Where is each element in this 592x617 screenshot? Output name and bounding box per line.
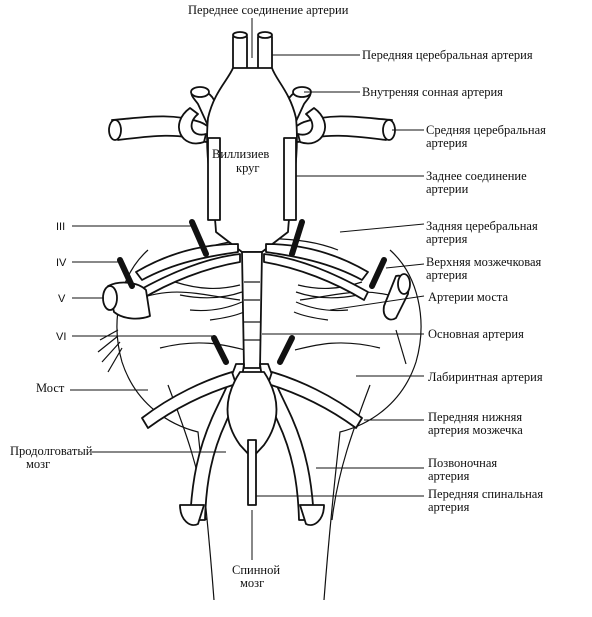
basilar-segments — [244, 281, 260, 341]
label-anterior-inferior-cerebellar-2: артерия мозжечка — [428, 423, 523, 437]
pontine-striations — [174, 281, 363, 321]
label-anterior-inferior-cerebellar-1: Передняя нижняя — [428, 410, 522, 424]
label-posterior-communicating-1: Заднее соединение — [426, 169, 527, 183]
label-anterior-communicating: Переднее соединение артерии — [188, 3, 349, 17]
label-spinal-cord-2: мозг — [240, 576, 264, 590]
label-basilar: Основная артерия — [428, 327, 524, 341]
label-superior-cerebellar-2: артерия — [426, 268, 468, 282]
label-anterior-spinal-2: артерия — [428, 500, 470, 514]
label-spinal-cord-1: Спинной — [232, 563, 280, 577]
label-pontine: Артерии моста — [428, 290, 509, 304]
label-medulla-1: Продолговатый — [10, 444, 93, 458]
vertebral-arteries — [141, 363, 363, 526]
label-anterior-spinal-1: Передняя спинальная — [428, 487, 543, 501]
label-middle-cerebral-2: артерия — [426, 136, 468, 150]
label-nerve-v: V — [58, 293, 66, 305]
label-superior-cerebellar-1: Верхняя мозжечковая — [426, 255, 542, 269]
label-nerve-iii: III — [56, 221, 65, 233]
label-labyrinthine: Лабиринтная артерия — [428, 370, 543, 384]
label-internal-carotid: Внутреняя сонная артерия — [362, 85, 503, 99]
label-medulla-2: мозг — [26, 457, 50, 471]
label-vertebral-2: артерия — [428, 469, 470, 483]
facial-nerve-fan — [97, 329, 407, 373]
label-posterior-communicating-2: артерии — [426, 182, 469, 196]
label-anterior-cerebral: Передняя церебральная артерия — [362, 48, 533, 62]
label-pons: Мост — [36, 381, 65, 395]
label-circle-of-willis-2: круг — [236, 161, 260, 175]
label-nerve-vi: VI — [56, 331, 66, 343]
label-nerve-iv: IV — [56, 257, 67, 269]
trigeminal-stumps — [102, 273, 411, 321]
posterior-arteries — [135, 243, 369, 301]
leader-lines — [70, 18, 425, 560]
cranial-nerves — [117, 219, 387, 365]
label-middle-cerebral-1: Средняя церебральная — [426, 123, 546, 137]
label-posterior-cerebral-2: артерия — [426, 232, 468, 246]
label-vertebral-1: Позвоночная — [428, 456, 497, 470]
label-posterior-cerebral-1: Задняя церебральная — [426, 219, 538, 233]
label-circle-of-willis-1: Виллизиев — [212, 147, 269, 161]
basilar-artery — [241, 251, 263, 369]
circle-of-willis — [108, 31, 396, 253]
